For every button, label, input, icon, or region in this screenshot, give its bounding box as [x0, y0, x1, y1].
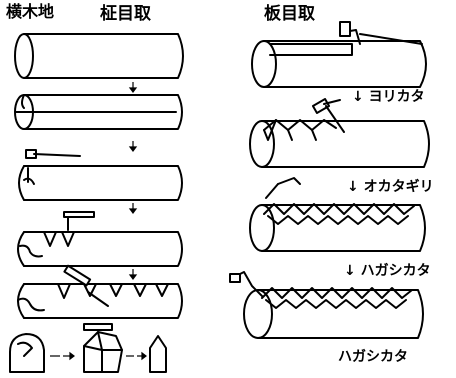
header-itame-dori: 板目取: [264, 4, 315, 24]
log-step-1: [14, 33, 184, 79]
header-masame-dori: 柾目取: [100, 4, 151, 24]
header-yokogiji: 横木地: [6, 2, 55, 21]
down-arrow: [128, 82, 138, 93]
step-okatagiri: オカタギリ: [363, 179, 434, 195]
itame-log-2: [249, 98, 430, 168]
log-step-4: [17, 231, 183, 267]
chisel: [63, 211, 95, 231]
log-step-2: [14, 94, 183, 130]
label-hagashikata-bottom: ハガシカタ: [338, 349, 408, 365]
block-shape-1: [9, 333, 45, 373]
block-shape-2: [83, 331, 123, 373]
right-arrow: [126, 351, 147, 361]
itame-log-3: [249, 203, 426, 252]
block-shape-3: [149, 335, 167, 373]
label-yorikata: ↓ ヨリカタ: [352, 90, 425, 104]
arrow-glyph: ↓: [352, 89, 364, 105]
label-hagashikata: ↓ ハガシカタ: [344, 264, 431, 278]
down-arrow: [128, 141, 138, 152]
small-chisel: [83, 323, 113, 331]
label-okatagiri: ↓ オカタギリ: [347, 180, 434, 194]
step-hagashikata: ハガシカタ: [360, 263, 431, 279]
step-yorikata: ヨリカタ: [368, 89, 425, 105]
log-step-5: [17, 264, 183, 319]
hook-tool: [265, 177, 301, 199]
right-arrow: [50, 351, 75, 361]
log-step-3: [18, 149, 183, 201]
down-arrow: [128, 203, 138, 214]
arrow-glyph: ↓: [344, 263, 356, 279]
arrow-glyph: ↓: [347, 179, 359, 195]
down-arrow: [128, 269, 138, 280]
itame-log-4: [229, 271, 424, 339]
itame-log-1: [251, 21, 427, 88]
